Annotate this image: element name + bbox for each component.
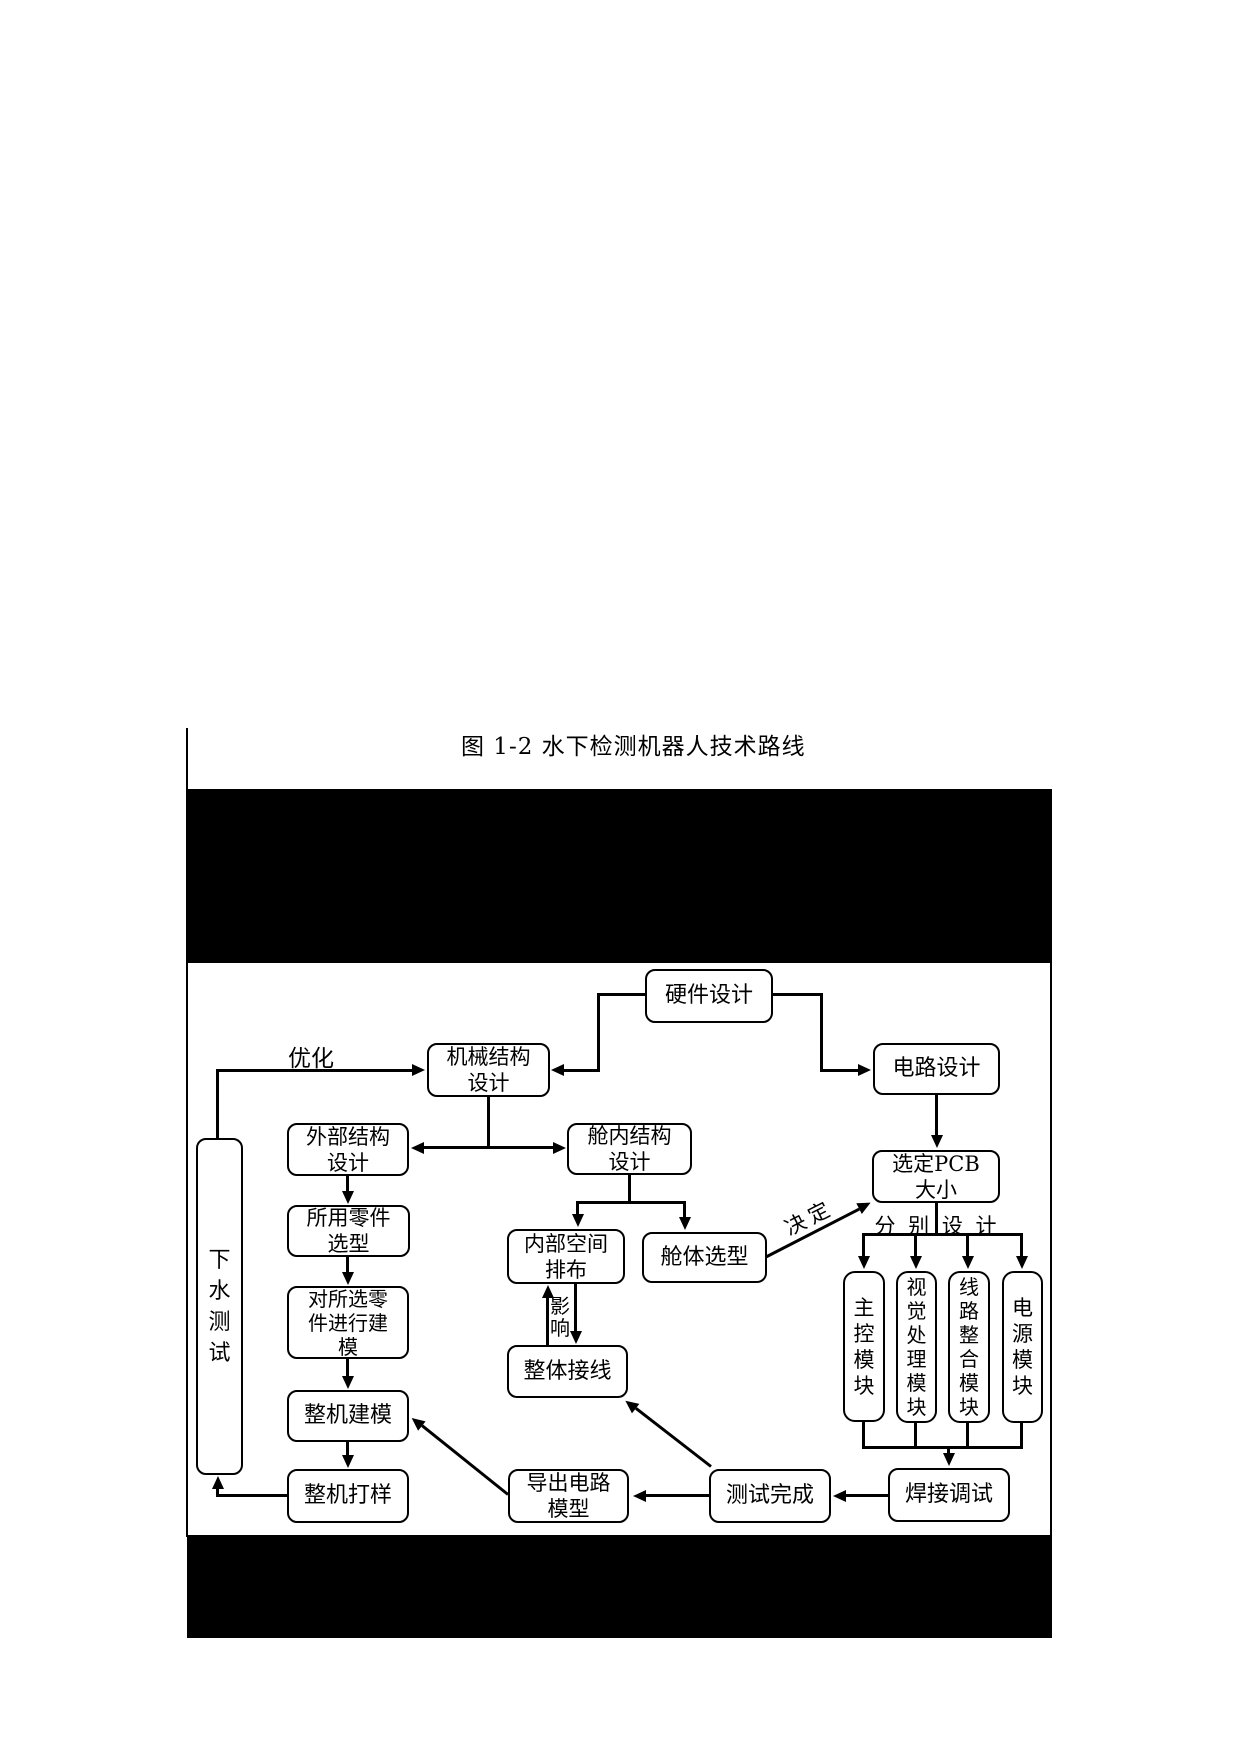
- arrowhead-into-mechanical-right: [551, 1064, 564, 1076]
- arrowhead-into-welding-top: [943, 1453, 955, 1466]
- edge-pcb-down: [935, 1203, 938, 1236]
- node-internal-space-layout: 内部空间 排布: [507, 1229, 625, 1284]
- arrowhead-into-cabinselection-top: [679, 1217, 691, 1230]
- arrowhead-into-circuit-left: [858, 1064, 871, 1076]
- arrowhead-into-module3: [962, 1256, 974, 1269]
- edge-module1-down: [862, 1422, 865, 1449]
- edge-mechanical-split-h: [422, 1146, 554, 1149]
- edge-label-optimize: 优化: [288, 1046, 334, 1072]
- redacted-band-top: [187, 789, 1052, 963]
- figure-left-border: [186, 728, 188, 1537]
- arrowhead-into-wholemodel-top: [342, 1376, 354, 1389]
- node-circuit-integration-module: 线路整合模块: [948, 1271, 990, 1423]
- arrowhead-into-module4: [1016, 1256, 1028, 1269]
- node-vision-processing-module: 视觉处理模块: [896, 1271, 937, 1423]
- edge-module2-down: [914, 1423, 917, 1449]
- arrowhead-into-cabin-structure-left: [553, 1142, 566, 1154]
- arrowhead-into-pcb-top: [931, 1135, 943, 1148]
- edge-label-influence: 影响: [550, 1294, 570, 1340]
- edge-cabinstructure-split-h: [576, 1201, 686, 1204]
- node-select-pcb-size: 选定PCB 大小: [872, 1150, 1000, 1203]
- edge-prototype-to-watertest-v: [216, 1486, 219, 1497]
- arrowhead-into-modelparts-top: [342, 1272, 354, 1285]
- node-hardware-design: 硬件设计: [645, 969, 773, 1023]
- node-whole-machine-modeling: 整机建模: [287, 1390, 409, 1442]
- arrowhead-into-testcomplete-right: [833, 1490, 846, 1502]
- edge-welding-to-testcomplete: [845, 1494, 888, 1497]
- edge-internalspace-to-wiring: [574, 1284, 577, 1333]
- edge-module-collector-h: [862, 1446, 1023, 1449]
- edge-testcomplete-to-wiring: [621, 1395, 712, 1468]
- node-main-control-module: 主控模块: [843, 1271, 885, 1422]
- edge-circuit-to-pcb: [935, 1095, 938, 1138]
- edge-wholemodel-to-prototype: [346, 1442, 349, 1457]
- node-cabin-selection: 舱体选型: [642, 1232, 767, 1283]
- edge-split-to-internalspace: [576, 1201, 579, 1216]
- arrowhead-into-internalspace-bottom: [542, 1285, 554, 1298]
- redacted-band-bottom: [187, 1535, 1052, 1638]
- edge-hardware-to-circuit-h2: [823, 1069, 860, 1072]
- edge-testcomplete-to-export: [645, 1494, 709, 1497]
- node-parts-selection: 所用零件 选型: [287, 1205, 410, 1257]
- edge-module4-down: [1020, 1422, 1023, 1449]
- node-cabin-internal-structure-design: 舱内结构 设计: [567, 1123, 692, 1175]
- node-mechanical-structure-design: 机械结构 设计: [427, 1043, 550, 1097]
- arrowhead-into-wiring-corner: [621, 1395, 640, 1414]
- edge-hardware-to-mechanical-h1: [597, 993, 645, 996]
- arrowhead-into-parts-top: [342, 1191, 354, 1204]
- edge-hardware-to-circuit-h1: [773, 993, 823, 996]
- arrowhead-into-mechanical-left: [412, 1064, 425, 1076]
- edge-label-design-separately: 分 别 设 计: [874, 1214, 1000, 1238]
- edge-to-module1: [862, 1233, 865, 1258]
- arrowhead-into-module1: [858, 1256, 870, 1269]
- arrowhead-into-module2: [910, 1256, 922, 1269]
- figure-right-border: [1050, 963, 1052, 1537]
- edge-to-module3: [966, 1233, 969, 1258]
- edge-to-module2: [914, 1233, 917, 1258]
- edge-external-to-parts: [346, 1176, 349, 1194]
- arrowhead-into-wiring-top: [570, 1331, 582, 1344]
- figure-caption: 图 1-2 水下检测机器人技术路线: [461, 734, 806, 760]
- node-whole-machine-prototyping: 整机打样: [287, 1469, 409, 1523]
- edge-optimize-v: [216, 1069, 219, 1138]
- node-export-circuit-model: 导出电路 模型: [508, 1469, 629, 1523]
- edge-to-module4: [1020, 1233, 1023, 1258]
- edge-hardware-to-circuit-v: [820, 993, 823, 1072]
- edge-mechanical-split-v: [487, 1097, 490, 1149]
- edge-hardware-to-mechanical-h2: [562, 1069, 600, 1072]
- edge-split-to-cabinselection: [683, 1201, 686, 1219]
- edge-parts-to-modelparts: [346, 1257, 349, 1275]
- node-welding-debugging: 焊接调试: [888, 1468, 1010, 1522]
- edge-module-distributor-h: [862, 1233, 1023, 1236]
- edge-export-to-wholemodel: [407, 1413, 509, 1496]
- arrowhead-into-wholemodel-right: [407, 1413, 426, 1431]
- edge-optimize-h: [216, 1069, 413, 1072]
- arrowhead-into-external-right: [411, 1142, 424, 1154]
- node-model-selected-parts: 对所选零 件进行建 模: [287, 1286, 409, 1359]
- arrowhead-into-watertest-bottom: [212, 1476, 224, 1489]
- edge-modelparts-to-wholemodel: [346, 1359, 349, 1378]
- arrowhead-into-internalspace-top: [572, 1214, 584, 1227]
- node-external-structure-design: 外部结构 设计: [287, 1123, 409, 1176]
- node-test-complete: 测试完成: [709, 1469, 831, 1523]
- arrowhead-into-export-right: [633, 1490, 646, 1502]
- edge-hardware-to-mechanical-v: [597, 993, 600, 1072]
- node-overall-wiring: 整体接线: [507, 1345, 628, 1398]
- node-circuit-design: 电路设计: [873, 1043, 1000, 1095]
- node-power-module: 电源模块: [1002, 1271, 1043, 1423]
- node-water-test: 下水测试: [196, 1138, 243, 1475]
- edge-cabinstructure-down: [628, 1175, 631, 1204]
- edge-wiring-to-internalspace: [546, 1296, 549, 1345]
- edge-module3-down: [966, 1423, 969, 1449]
- arrowhead-into-prototype-top: [342, 1455, 354, 1468]
- edge-prototype-to-watertest-h: [216, 1494, 287, 1497]
- edge-collector-to-welding: [947, 1446, 950, 1456]
